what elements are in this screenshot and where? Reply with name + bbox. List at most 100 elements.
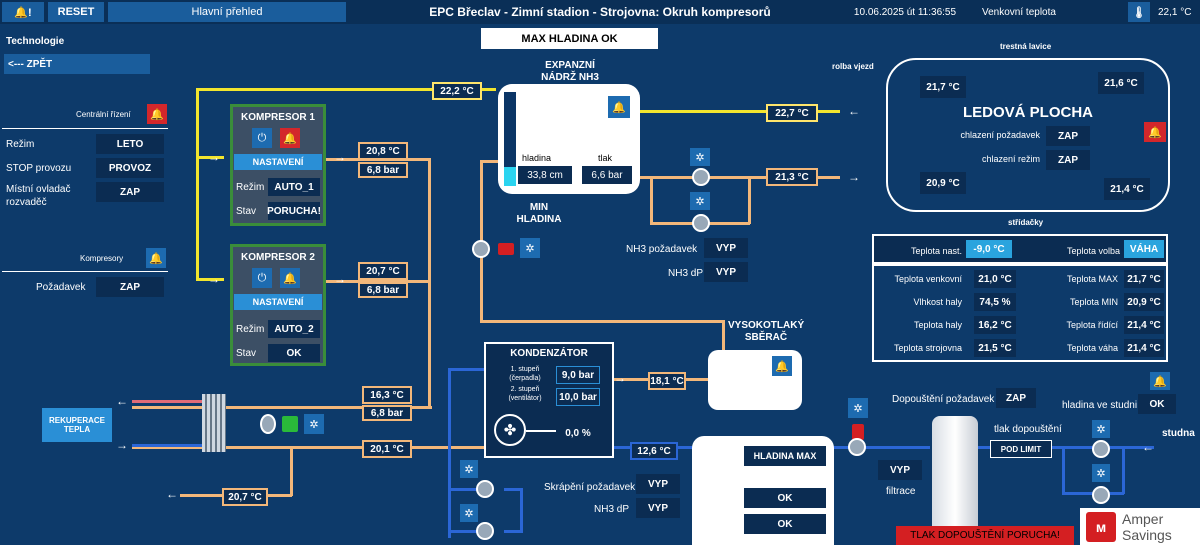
max-level-banner: MAX HLADINA OK (481, 28, 658, 49)
fan-icon: ✤ (494, 414, 526, 446)
nast-label: Teplota nast. (910, 246, 962, 256)
stats-label: Teplota venkovní (894, 274, 962, 284)
pump-valve-icon (1092, 440, 1110, 458)
home-overview-button[interactable]: Hlavní přehled (108, 2, 346, 22)
stage-2-value[interactable]: 10,0 bar (556, 388, 600, 406)
hladina-studni-label: hladina ve studni (1062, 400, 1138, 411)
compressor-2-temp: 20,7 °C (358, 262, 408, 280)
rezim-label: Režim (6, 139, 35, 150)
valve-icon (848, 438, 866, 456)
recup-temp: 16,3 °C (362, 386, 412, 404)
kompresory-alarm-icon[interactable]: 🔔 (146, 248, 166, 268)
compressor-1-rezim-label: Režim (236, 182, 265, 193)
stats-value: 21,0 °C (974, 270, 1016, 288)
rekuperace-label-1: REKUPERACE (48, 416, 105, 425)
rekuperace-button[interactable]: REKUPERACE TEPLA (42, 408, 112, 442)
compressor-1-settings-button[interactable]: NASTAVENÍ (234, 154, 322, 170)
compressor-2-settings-button[interactable]: NASTAVENÍ (234, 294, 322, 310)
settings-icon[interactable]: ✲ (520, 238, 540, 258)
compressor-1-rezim-value[interactable]: AUTO_1 (268, 178, 320, 196)
ice-temp-3: 20,9 °C (920, 172, 966, 194)
tank-tlak-value: 6,6 bar (582, 166, 632, 184)
stats-panel (872, 264, 1168, 362)
chlazeni-rezim-label: chlazení režim (981, 154, 1040, 164)
alarm-icon[interactable]: 🔔 (772, 356, 792, 376)
volba-value[interactable]: VÁHA (1124, 240, 1164, 258)
technologie-heading: Technologie (6, 36, 65, 47)
alarm-icon[interactable]: 🔔 (280, 268, 300, 288)
tank-level-gauge (504, 92, 516, 186)
hladina-max-status: HLADINA MAX (744, 446, 826, 466)
settings-icon[interactable]: ✲ (690, 192, 710, 210)
central-alarm-icon[interactable]: 🔔 (147, 104, 167, 124)
stage-2-label-1: 2. stupeň (510, 386, 540, 393)
pump-valve-icon (1092, 486, 1110, 504)
rolba-label: rolba vjezd (832, 62, 874, 71)
datetime: 10.06.2025 út 11:36:55 (853, 6, 957, 18)
divider (2, 271, 168, 272)
page-title: EPC Břeclav - Zimní stadion - Strojovna:… (429, 5, 771, 19)
nh3-dp-label: NH3 dP (668, 268, 704, 279)
thermometer-icon[interactable]: 🌡 (1128, 2, 1150, 22)
settings-icon[interactable]: ✲ (460, 460, 478, 478)
compressor-1-stav-value: PORUCHA! (267, 202, 321, 220)
stage-1-value[interactable]: 9,0 bar (556, 366, 600, 384)
mistni-value[interactable]: ZAP (96, 182, 164, 202)
cond-temp: 12,6 °C (630, 442, 678, 460)
alarm-ack-button[interactable]: 🔔! (2, 2, 44, 22)
stop-value[interactable]: PROVOZ (96, 158, 164, 178)
settings-icon[interactable]: ✲ (304, 414, 324, 434)
ice-title: LEDOVÁ PLOCHA (962, 104, 1093, 121)
stats-label: Vlhkost haly (913, 297, 962, 307)
skrapeni-value: VYP (636, 474, 680, 494)
compressor-2-stav-value: OK (268, 344, 320, 362)
stats-value: 20,9 °C (1124, 293, 1164, 311)
chlazeni-rezim-value[interactable]: ZAP (1046, 150, 1090, 170)
compressor-2-press: 6,8 bar (358, 282, 408, 298)
outdoor-temp-value: 22,1 °C (1158, 6, 1192, 18)
nh3-dp-bottom-label: NH3 dP (594, 504, 630, 515)
arrow-left-icon: ← (1142, 440, 1154, 454)
logo-text-1: Amper (1122, 511, 1164, 527)
stats-value: 74,5 % (974, 293, 1016, 311)
rezim-value[interactable]: LETO (96, 134, 164, 154)
status-ok-1: OK (744, 488, 826, 508)
settings-icon[interactable]: ✲ (690, 148, 710, 166)
alarm-icon[interactable]: 🔔 (1150, 372, 1170, 390)
stage-2-label-2: (ventilátor) (508, 395, 542, 402)
filtrace-value: VYP (878, 460, 922, 480)
pump-motor-icon (282, 416, 298, 432)
arrow-left-icon: ← (116, 394, 128, 408)
compressor-2-rezim-label: Režim (236, 324, 265, 335)
alarm-icon[interactable]: 🔔 (280, 128, 300, 148)
tank-alarm-icon[interactable]: 🔔 (608, 96, 630, 118)
compressor-2-rezim-value[interactable]: AUTO_2 (268, 320, 320, 338)
outdoor-temp-label: Venkovní teplota (982, 6, 1056, 18)
power-icon[interactable]: ⏻ (252, 128, 272, 148)
pozadavek-value[interactable]: ZAP (96, 277, 164, 297)
tank-level-fill (504, 167, 516, 186)
nh3-pozadavek-label: NH3 požadavek (626, 244, 698, 255)
ice-alarm-icon[interactable]: 🔔 (1144, 122, 1166, 142)
settings-icon[interactable]: ✲ (848, 398, 868, 418)
stats-label: Teplota MAX (1066, 274, 1118, 284)
pod-limit-status: POD LIMIT (990, 440, 1052, 458)
volba-label: Teplota volba (1066, 246, 1120, 256)
kompresory-label: Kompresory (80, 254, 124, 263)
ice-temp-1: 21,7 °C (920, 76, 966, 98)
chlazeni-pozadavek-label: chlazení požadavek (960, 130, 1040, 140)
skrapeni-label: Skrápění požadavek (544, 482, 636, 493)
reset-button[interactable]: RESET (48, 2, 104, 22)
power-icon[interactable]: ⏻ (252, 268, 272, 288)
recup-press: 6,8 bar (362, 405, 412, 421)
nast-value[interactable]: -9,0 °C (966, 240, 1012, 258)
settings-icon[interactable]: ✲ (460, 504, 478, 522)
mid-right-flow-temp: 21,3 °C (766, 168, 818, 186)
settings-icon[interactable]: ✲ (1092, 464, 1110, 482)
logo-text-2: Savings (1122, 527, 1172, 543)
settings-icon[interactable]: ✲ (1092, 420, 1110, 438)
arrow-right-icon: → (614, 371, 626, 385)
back-button[interactable]: <--- ZPĚT (4, 54, 150, 74)
